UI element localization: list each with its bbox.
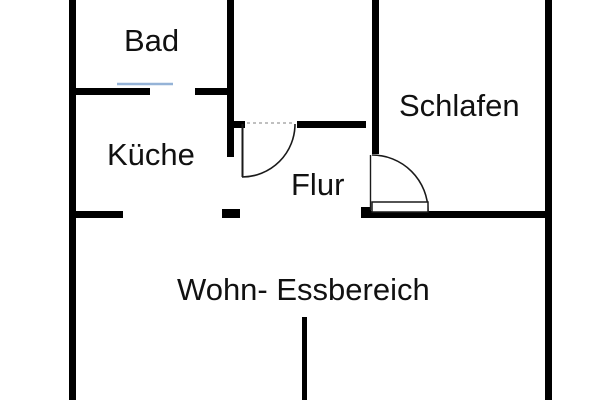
walls (69, 0, 552, 400)
wall-stub-schlafen-door-hinge (361, 207, 371, 212)
wall-stub-kueche-door (230, 121, 245, 128)
room-label-schlafen: Schlafen (399, 88, 520, 123)
wall-bad-bottom-right (195, 88, 234, 95)
door-kueche-swing-arc (241, 123, 296, 178)
wall-flur-bottom (361, 211, 552, 218)
room-label-kueche: Küche (107, 137, 195, 172)
room-label-bad: Bad (124, 23, 180, 58)
wall-stub-wohnbereich (302, 317, 307, 400)
door-schlafen-swing-arc (371, 154, 429, 212)
door-schlafen (369, 154, 429, 213)
wall-flur-top (297, 121, 366, 128)
wall-kueche-bottom (69, 211, 123, 218)
wall-bad-bottom-left (69, 88, 150, 95)
wall-exterior-left (69, 0, 76, 400)
wall-bad-kueche-right (227, 0, 234, 157)
door-kueche (241, 122, 296, 178)
wall-exterior-right (545, 0, 552, 400)
door-schlafen-leaf (371, 201, 429, 213)
wall-stub-center (222, 209, 240, 218)
room-label-wohn-essbereich: Wohn- Essbereich (177, 272, 430, 307)
wall-flur-schlafen (372, 0, 379, 154)
room-label-flur: Flur (291, 167, 345, 202)
